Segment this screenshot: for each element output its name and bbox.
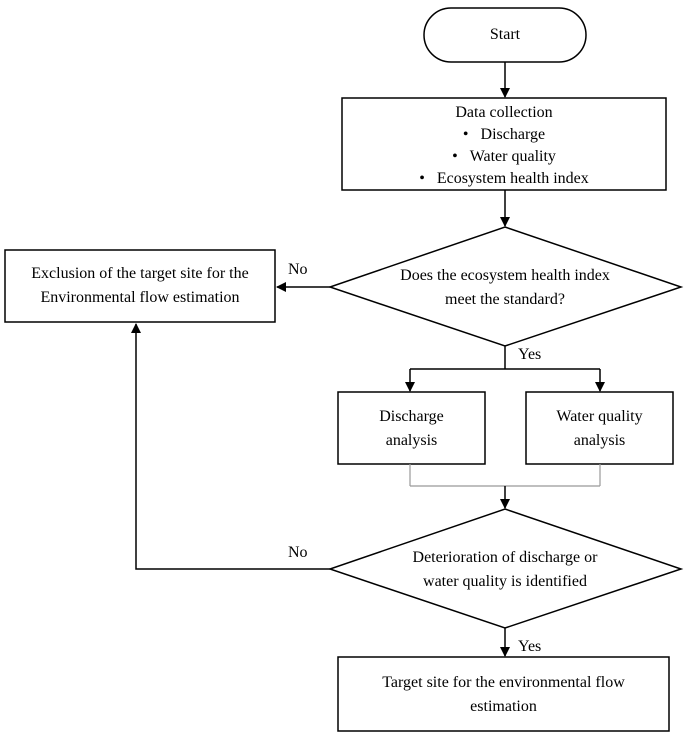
- data-collection-title: Data collection: [455, 104, 553, 121]
- water-quality-analysis-line1: Water quality: [556, 408, 643, 425]
- target-site-line2: estimation: [470, 698, 537, 715]
- exclusion-line1: Exclusion of the target site for the: [31, 265, 249, 282]
- start-label: Start: [489, 26, 521, 43]
- exclusion-box: [4, 249, 276, 323]
- bullet-icon: •: [419, 170, 425, 187]
- decision-deterioration-line1: Deterioration of discharge or: [412, 549, 598, 566]
- edge-label-no-health: No: [288, 261, 308, 278]
- data-collection-box: [341, 97, 667, 191]
- data-item-ecosystem-health: •Ecosystem health index: [419, 170, 589, 187]
- exclusion-line2: Environmental flow estimation: [40, 289, 240, 306]
- target-site-box: [337, 656, 670, 732]
- edge-label-yes-health: Yes: [518, 346, 542, 363]
- water-quality-analysis-line2: analysis: [573, 432, 626, 449]
- discharge-analysis-line1: Discharge: [379, 408, 444, 425]
- target-site-line1: Target site for the environmental flow: [382, 674, 625, 691]
- decision-health-line1: Does the ecosystem health index: [400, 267, 610, 284]
- discharge-analysis-box: [337, 391, 486, 465]
- bullet-icon: •: [462, 126, 469, 143]
- water-quality-analysis-box: [525, 391, 674, 465]
- bullet-icon: •: [452, 148, 458, 165]
- decision-deterioration-line2: water quality is identified: [423, 573, 587, 590]
- data-item-water-quality: •Water quality: [452, 148, 556, 165]
- edge-label-yes-deterioration: Yes: [518, 638, 542, 655]
- data-item-discharge: •Discharge: [462, 126, 546, 143]
- discharge-analysis-line2: analysis: [385, 432, 438, 449]
- arrow-no-back-to-exclusion: [131, 323, 330, 570]
- decision-health-line2: meet the standard?: [445, 291, 565, 308]
- edge-label-no-deterioration: No: [288, 544, 308, 561]
